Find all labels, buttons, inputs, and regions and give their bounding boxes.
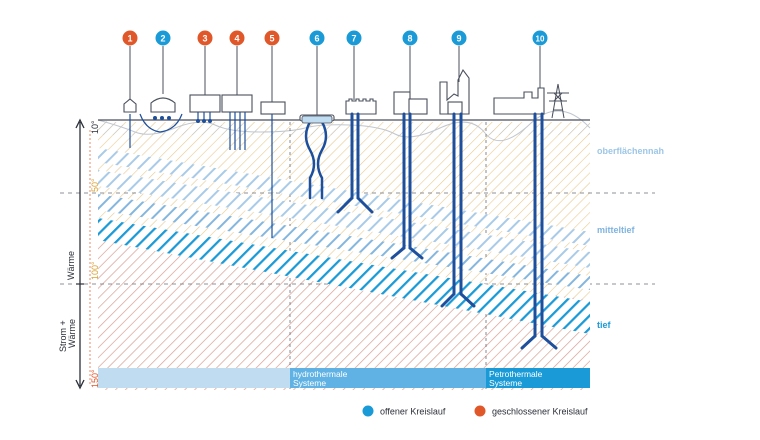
closed-loop-probes bbox=[129, 112, 273, 238]
band-deep bbox=[98, 218, 590, 334]
svg-text:4: 4 bbox=[234, 34, 239, 44]
marker-2[interactable]: 2 bbox=[155, 30, 171, 46]
ground-layers bbox=[97, 110, 591, 390]
plant-10-icon bbox=[493, 87, 545, 115]
bar-hydrothermal bbox=[290, 368, 486, 388]
house-2-icon bbox=[150, 97, 176, 113]
collector-2 bbox=[139, 113, 183, 133]
band-shallow bbox=[98, 148, 590, 246]
temp-10-label: 10° bbox=[90, 120, 100, 134]
depth-axis bbox=[75, 118, 91, 390]
marker-1[interactable]: 1 bbox=[122, 30, 138, 46]
zone-deep-label: tief bbox=[597, 320, 612, 330]
marker-5[interactable]: 5 bbox=[264, 30, 280, 46]
well-8-fork bbox=[390, 246, 424, 260]
svg-text:1: 1 bbox=[127, 34, 132, 44]
plant-4-icon bbox=[221, 94, 253, 113]
plant-7-icon bbox=[345, 98, 377, 115]
legend-open-label: offener Kreislauf bbox=[380, 407, 446, 417]
band-medium-2 bbox=[98, 194, 590, 290]
svg-text:8: 8 bbox=[407, 34, 412, 44]
plant-9b-icon bbox=[447, 101, 463, 115]
marker-10[interactable]: 10 bbox=[532, 30, 548, 46]
ground-hot-zone bbox=[98, 232, 590, 390]
surface-buildings bbox=[123, 68, 545, 122]
svg-text:5: 5 bbox=[269, 34, 274, 44]
axis-power-heat-label-2: Wärme bbox=[67, 319, 77, 348]
well-10-fork bbox=[520, 334, 558, 350]
hydro-label-2: Systeme bbox=[293, 378, 326, 388]
plant-8b-icon bbox=[408, 98, 428, 115]
legend-closed-label: geschlossener Kreislauf bbox=[492, 407, 588, 417]
plant-8a-icon bbox=[393, 91, 411, 115]
svg-text:6: 6 bbox=[314, 34, 319, 44]
well-6a bbox=[304, 120, 316, 200]
aquifer-bands bbox=[98, 148, 590, 334]
legend: offener Kreislauf geschlossener Kreislau… bbox=[362, 405, 588, 417]
soil-line bbox=[97, 110, 591, 142]
petro-label-1: Petrothermale bbox=[489, 369, 543, 379]
bar-petrothermal bbox=[486, 368, 590, 388]
svg-text:7: 7 bbox=[351, 34, 356, 44]
legend-closed-swatch bbox=[474, 405, 486, 417]
marker-3[interactable]: 3 bbox=[197, 30, 213, 46]
bar-surface-systems bbox=[98, 368, 290, 388]
zone-shallow-label: oberflächennah bbox=[597, 146, 664, 156]
plant-6-base bbox=[301, 115, 333, 124]
plant-3-icon bbox=[189, 94, 221, 113]
zone-medium-label: mitteltief bbox=[597, 225, 636, 235]
open-loop-wells bbox=[304, 112, 558, 350]
well-6b bbox=[316, 120, 328, 200]
temp-100-label: 100° bbox=[90, 261, 100, 280]
svg-text:3: 3 bbox=[202, 34, 207, 44]
svg-text:9: 9 bbox=[456, 34, 461, 44]
marker-7[interactable]: 7 bbox=[346, 30, 362, 46]
pylon-icon bbox=[547, 83, 569, 119]
petro-label-2: Systeme bbox=[489, 378, 522, 388]
marker-8[interactable]: 8 bbox=[402, 30, 418, 46]
house-1-icon bbox=[123, 98, 137, 113]
legend-open-swatch bbox=[362, 405, 374, 417]
svg-text:2: 2 bbox=[160, 34, 165, 44]
axis-heat-label: Wärme bbox=[66, 251, 76, 280]
temp-50-label: 50° bbox=[90, 178, 100, 192]
marker-group: 1 2 3 4 5 6 7 8 9 10 bbox=[122, 30, 548, 46]
well-9-fork bbox=[440, 292, 476, 308]
temp-150-label: 150° bbox=[90, 369, 100, 388]
marker-6[interactable]: 6 bbox=[309, 30, 325, 46]
svg-text:10: 10 bbox=[536, 35, 545, 44]
topsoil bbox=[98, 120, 590, 135]
marker-9[interactable]: 9 bbox=[451, 30, 467, 46]
well-7-fork bbox=[336, 196, 374, 214]
marker-stems bbox=[129, 46, 541, 115]
band-medium-1 bbox=[98, 170, 590, 268]
hydro-label-1: hydrothermale bbox=[293, 369, 348, 379]
axis-power-heat-label-1: Strom + bbox=[58, 320, 68, 352]
collector-dots bbox=[153, 116, 212, 123]
marker-4[interactable]: 4 bbox=[229, 30, 245, 46]
plant-5-icon bbox=[260, 101, 286, 115]
